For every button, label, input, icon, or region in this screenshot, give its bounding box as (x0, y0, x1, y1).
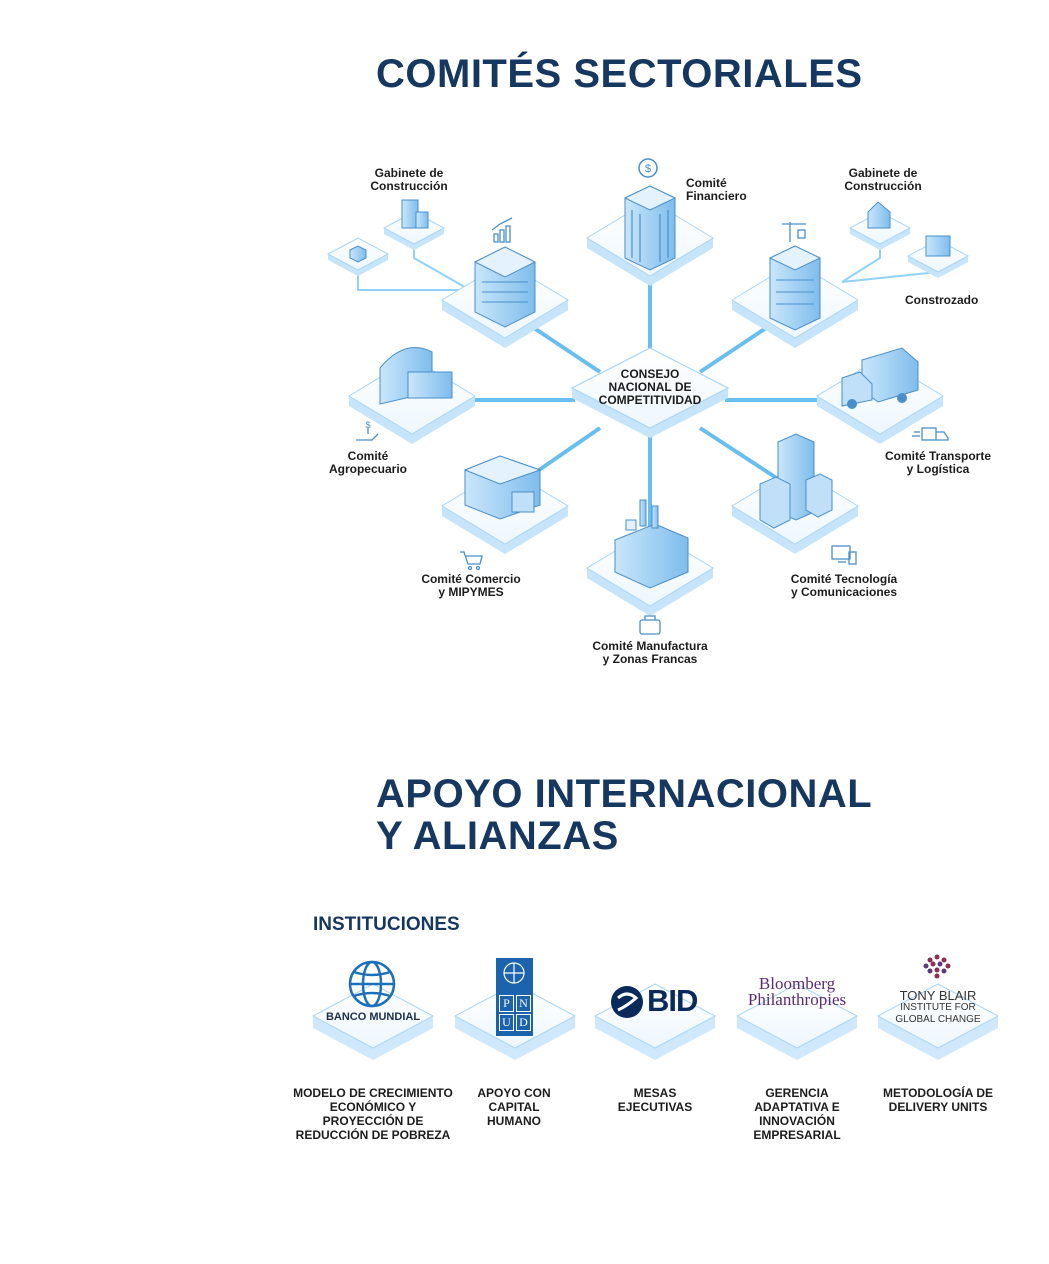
logo-bloomberg-line2: Philanthropies (738, 992, 856, 1008)
bid-emblem-icon (611, 986, 643, 1018)
pnud-letter: U (499, 1014, 514, 1031)
platform-small-constrozado (908, 236, 968, 278)
label-gabinete-right: Gabinete de Construcción (828, 167, 938, 193)
desc-banco-mundial: MODELO DE CRECIMIENTO ECONÓMICO Y PROYEC… (290, 1086, 456, 1142)
briefcase-icon (640, 616, 660, 634)
svg-text:$: $ (645, 163, 651, 175)
label-agropecuario: Comité Agropecuario (318, 450, 418, 476)
platform-gabinete-right (732, 222, 858, 348)
logo-bloomberg: Bloomberg Philanthropies (738, 976, 856, 1008)
desc-bloomberg: GERENCIA ADAPTATIVA E INNOVACIÓN EMPRESA… (735, 1086, 859, 1142)
svg-text:$: $ (365, 420, 370, 430)
label-manufactura: Comité Manufactura y Zonas Francas (584, 640, 716, 666)
logo-tony-blair: TONY BLAIR INSTITUTE FOR GLOBAL CHANGE (884, 990, 992, 1026)
logo-pnud-letters: P N U D (499, 995, 531, 1031)
pnud-letter: P (499, 995, 514, 1012)
platform-agropecuario: $ (349, 348, 475, 444)
crane-icon (782, 222, 806, 242)
label-constrozado: Constrozado (905, 294, 995, 307)
bar-chart-icon (492, 218, 512, 242)
section-title-apoyo: APOYO INTERNACIONAL Y ALIANZAS (376, 773, 872, 857)
un-emblem-icon (504, 963, 524, 983)
platform-comercio (442, 456, 568, 570)
label-tecnologia: Comité Tecnología y Comunicaciones (784, 573, 904, 599)
delivery-truck-icon (912, 428, 948, 440)
platform-small-house (850, 202, 910, 250)
pnud-letter: D (516, 1014, 531, 1031)
center-label: CONSEJO NACIONAL DE COMPETITIVIDAD (580, 368, 720, 407)
logo-bid: BID (647, 983, 697, 1019)
platform-transporte (817, 348, 948, 444)
desc-tony-blair: METODOLOGÍA DE DELIVERY UNITS (876, 1086, 1000, 1114)
devices-icon (832, 546, 856, 564)
tony-blair-dots-icon (924, 955, 951, 979)
institutions-heading: INSTITUCIONES (313, 914, 460, 936)
pnud-letter: N (516, 995, 531, 1012)
logo-tony-blair-line1: TONY BLAIR (884, 990, 992, 1002)
desc-pnud: APOYO CON CAPITAL HUMANO (464, 1086, 564, 1128)
label-transporte: Comité Transporte y Logística (878, 450, 998, 476)
label-comercio: Comité Comercio y MIPYMES (414, 573, 528, 599)
shopping-cart-icon (460, 552, 482, 570)
logo-banco-mundial: BANCO MUNDIAL (318, 1011, 428, 1023)
label-financiero: Comité Financiero (686, 177, 776, 203)
platform-small-gabinete-a (384, 200, 444, 250)
platform-small-gabinete-b (328, 238, 388, 276)
platform-tecnologia (732, 434, 858, 564)
platform-gabinete-left (442, 218, 568, 348)
desc-bid: MESAS EJECUTIVAS (605, 1086, 705, 1114)
logo-tony-blair-line2: INSTITUTE FOR (884, 1002, 992, 1014)
label-gabinete-left: Gabinete de Construcción (354, 167, 464, 193)
seedling-hand-icon: $ (356, 420, 378, 440)
logo-tony-blair-line3: GLOBAL CHANGE (884, 1014, 992, 1026)
